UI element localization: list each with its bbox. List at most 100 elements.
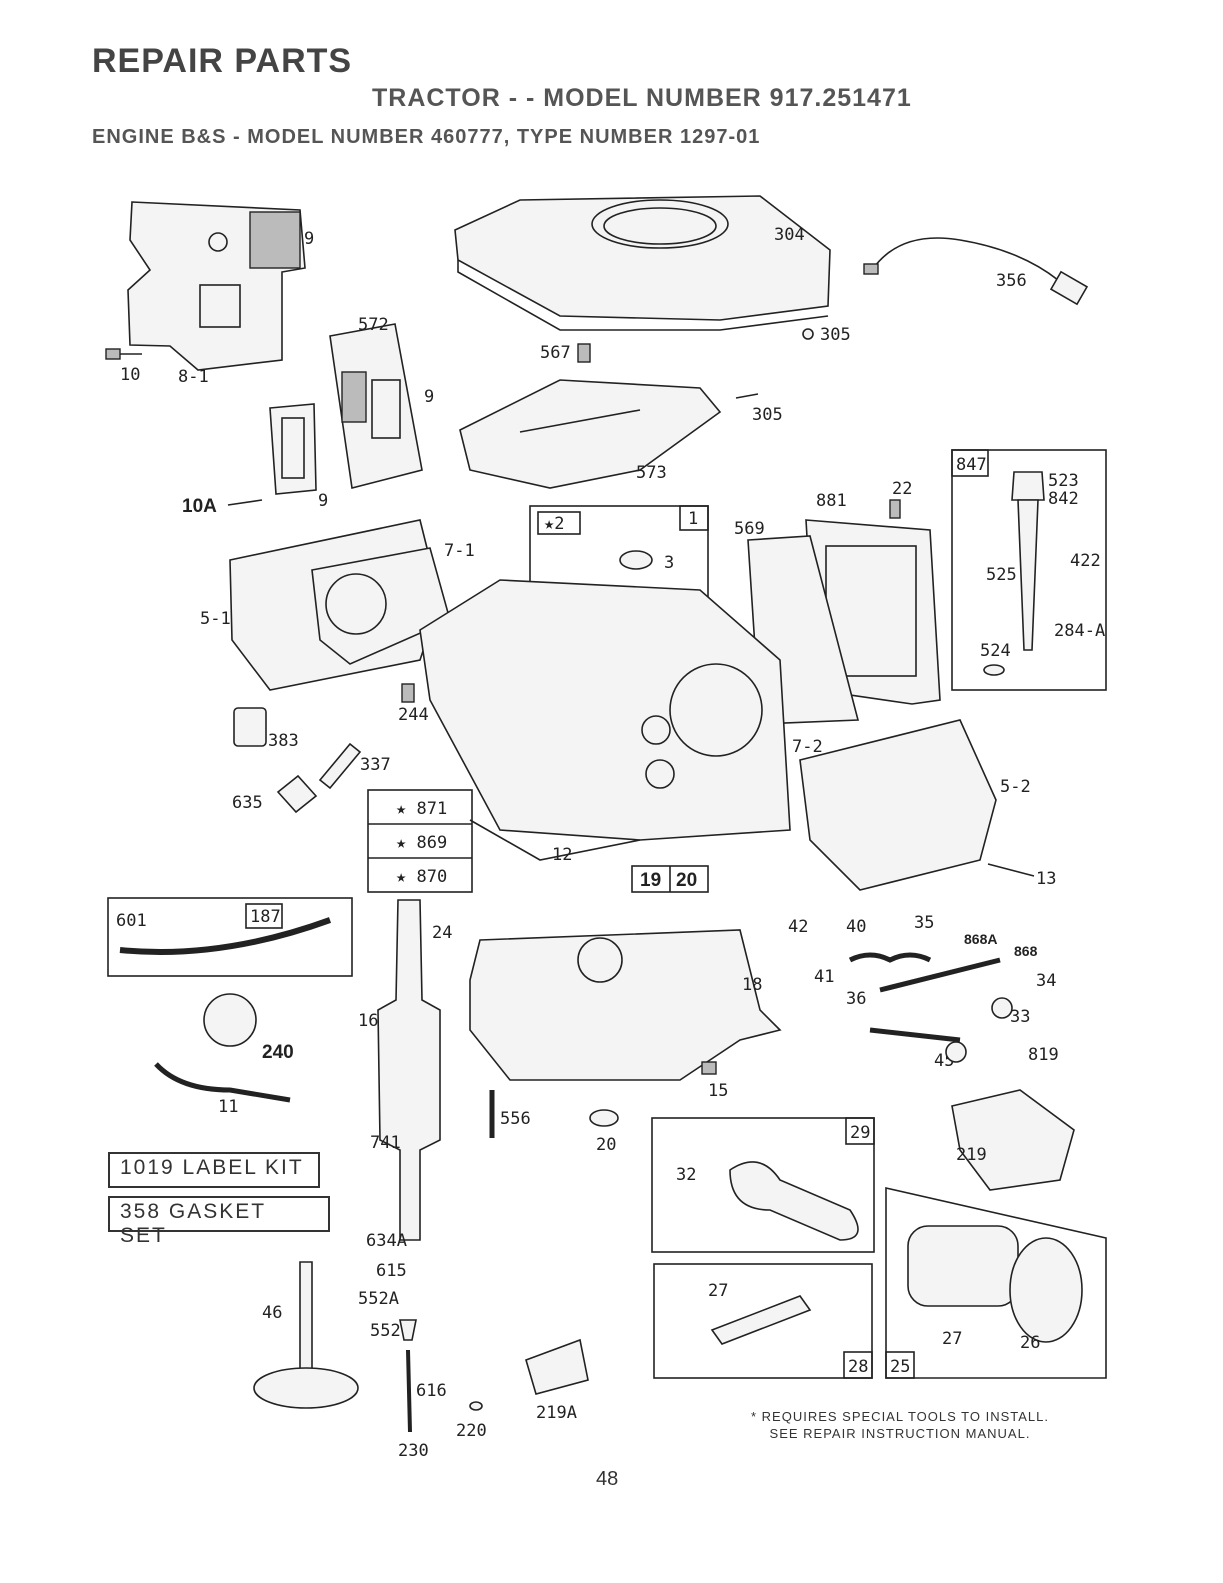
callout-35: 35 xyxy=(914,913,934,933)
callout-10: 10 xyxy=(120,365,140,385)
callout-20: 20 xyxy=(596,1135,616,1155)
cylinder-block xyxy=(419,579,791,841)
callout-12: 12 xyxy=(552,845,572,865)
callout-601: 601 xyxy=(116,911,147,931)
dipstick-box-tag xyxy=(951,449,989,477)
callout-240: 240 xyxy=(262,1042,294,1063)
callout-572: 572 xyxy=(358,315,389,335)
callout-7-2: 7-2 xyxy=(792,737,823,757)
callout-1: 1 xyxy=(688,509,698,529)
seal-552 xyxy=(399,1319,417,1341)
callout-383: 383 xyxy=(268,731,299,751)
page-number: 48 xyxy=(596,1468,619,1490)
callout-741: 741 xyxy=(370,1133,401,1153)
callout-5-2: 5-2 xyxy=(1000,777,1031,797)
callout-25: 25 xyxy=(890,1357,910,1377)
callout-870: ★ 870 xyxy=(396,867,447,887)
seal-20 xyxy=(589,1109,619,1127)
valve-stem-a xyxy=(879,957,1001,993)
callout-552A: 552A xyxy=(358,1289,399,1309)
wire-356-connector xyxy=(1049,270,1089,306)
baffle-573 xyxy=(459,379,722,489)
tag-2-box xyxy=(537,511,581,535)
part-383 xyxy=(233,707,267,747)
spark-plug-337 xyxy=(318,742,362,790)
head-gasket-7-1 xyxy=(311,547,451,665)
rod-616 xyxy=(406,1349,412,1433)
callout-9c: 9 xyxy=(318,491,328,511)
camshaft-46 xyxy=(299,1261,313,1371)
callout-28: 28 xyxy=(848,1357,868,1377)
valve-head-45 xyxy=(945,1041,967,1063)
callout-635: 635 xyxy=(232,793,263,813)
callout-525: 525 xyxy=(986,565,1017,585)
model-number-line: TRACTOR - - MODEL NUMBER 917.251471 xyxy=(372,84,912,112)
gasket-set: 358 GASKET SET xyxy=(108,1196,330,1247)
bolt-22 xyxy=(889,499,901,519)
tag-187-box xyxy=(245,903,283,929)
callout-305a: 305 xyxy=(820,325,851,345)
baffle-573-edge xyxy=(519,409,641,433)
callout-9b: 9 xyxy=(424,387,434,407)
callout-18: 18 xyxy=(742,975,762,995)
callout-284A: 284-A xyxy=(1054,621,1105,641)
cam-gear xyxy=(253,1367,359,1409)
callout-10A: 10A xyxy=(182,496,217,517)
bolt-567 xyxy=(577,343,591,363)
block-bore xyxy=(669,663,763,757)
tag-25-box xyxy=(885,1351,915,1379)
gasket-12 xyxy=(469,819,641,861)
callout-616: 616 xyxy=(416,1381,447,1401)
valve-head-33 xyxy=(991,997,1013,1019)
dipstick-tube xyxy=(1017,499,1039,651)
piston-rings xyxy=(1009,1237,1083,1343)
note-line-2: SEE REPAIR INSTRUCTION MANUAL. xyxy=(769,1426,1031,1441)
fitting-244 xyxy=(401,683,415,703)
callout-524: 524 xyxy=(980,641,1011,661)
tag-28-box xyxy=(843,1351,873,1379)
callout-13: 13 xyxy=(1036,869,1056,889)
callout-9a: 9 xyxy=(304,229,314,249)
callout-15: 15 xyxy=(708,1081,728,1101)
callout-868: 868 xyxy=(1014,943,1038,959)
piston-pin xyxy=(710,1295,812,1345)
shield-572 xyxy=(329,323,423,489)
valve-stem-b xyxy=(869,1027,961,1043)
callout-422: 422 xyxy=(1070,551,1101,571)
callout-42: 42 xyxy=(788,917,808,937)
callout-27a: 27 xyxy=(708,1281,728,1301)
fuel-line-11 xyxy=(154,1062,291,1103)
piston-pin-box xyxy=(653,1263,873,1379)
dipstick-cap xyxy=(1011,471,1045,501)
callout-8-1: 8-1 xyxy=(178,367,209,387)
cylinder-head-5-2 xyxy=(799,719,997,891)
callout-567: 567 xyxy=(540,343,571,363)
callout-32: 32 xyxy=(676,1165,696,1185)
washer-524 xyxy=(983,664,1005,676)
callout-847: 847 xyxy=(956,455,987,475)
valve-spring-40 xyxy=(848,952,932,963)
callout-40: 40 xyxy=(846,917,866,937)
callout-569: 569 xyxy=(734,519,765,539)
plate-9-window xyxy=(281,417,305,479)
screw-305b xyxy=(735,393,759,399)
callout-573: 573 xyxy=(636,463,667,483)
wire-356 xyxy=(871,237,1059,281)
callout-2: ★2 xyxy=(544,514,564,534)
callout-868A: 868A xyxy=(964,931,997,947)
block-port-a xyxy=(641,715,671,745)
callout-556: 556 xyxy=(500,1109,531,1129)
callout-230: 230 xyxy=(398,1441,429,1461)
blower-housing-304 xyxy=(454,195,831,331)
screw-305a xyxy=(802,328,814,340)
callout-356: 356 xyxy=(996,271,1027,291)
governor-219 xyxy=(951,1089,1075,1191)
callout-615: 615 xyxy=(376,1261,407,1281)
callout-881: 881 xyxy=(816,491,847,511)
piston xyxy=(907,1225,1019,1307)
callout-187: 187 xyxy=(250,907,281,927)
tag-29-box xyxy=(845,1117,875,1145)
fuel-filter-240 xyxy=(203,993,257,1047)
callout-19: 19 xyxy=(640,870,661,891)
